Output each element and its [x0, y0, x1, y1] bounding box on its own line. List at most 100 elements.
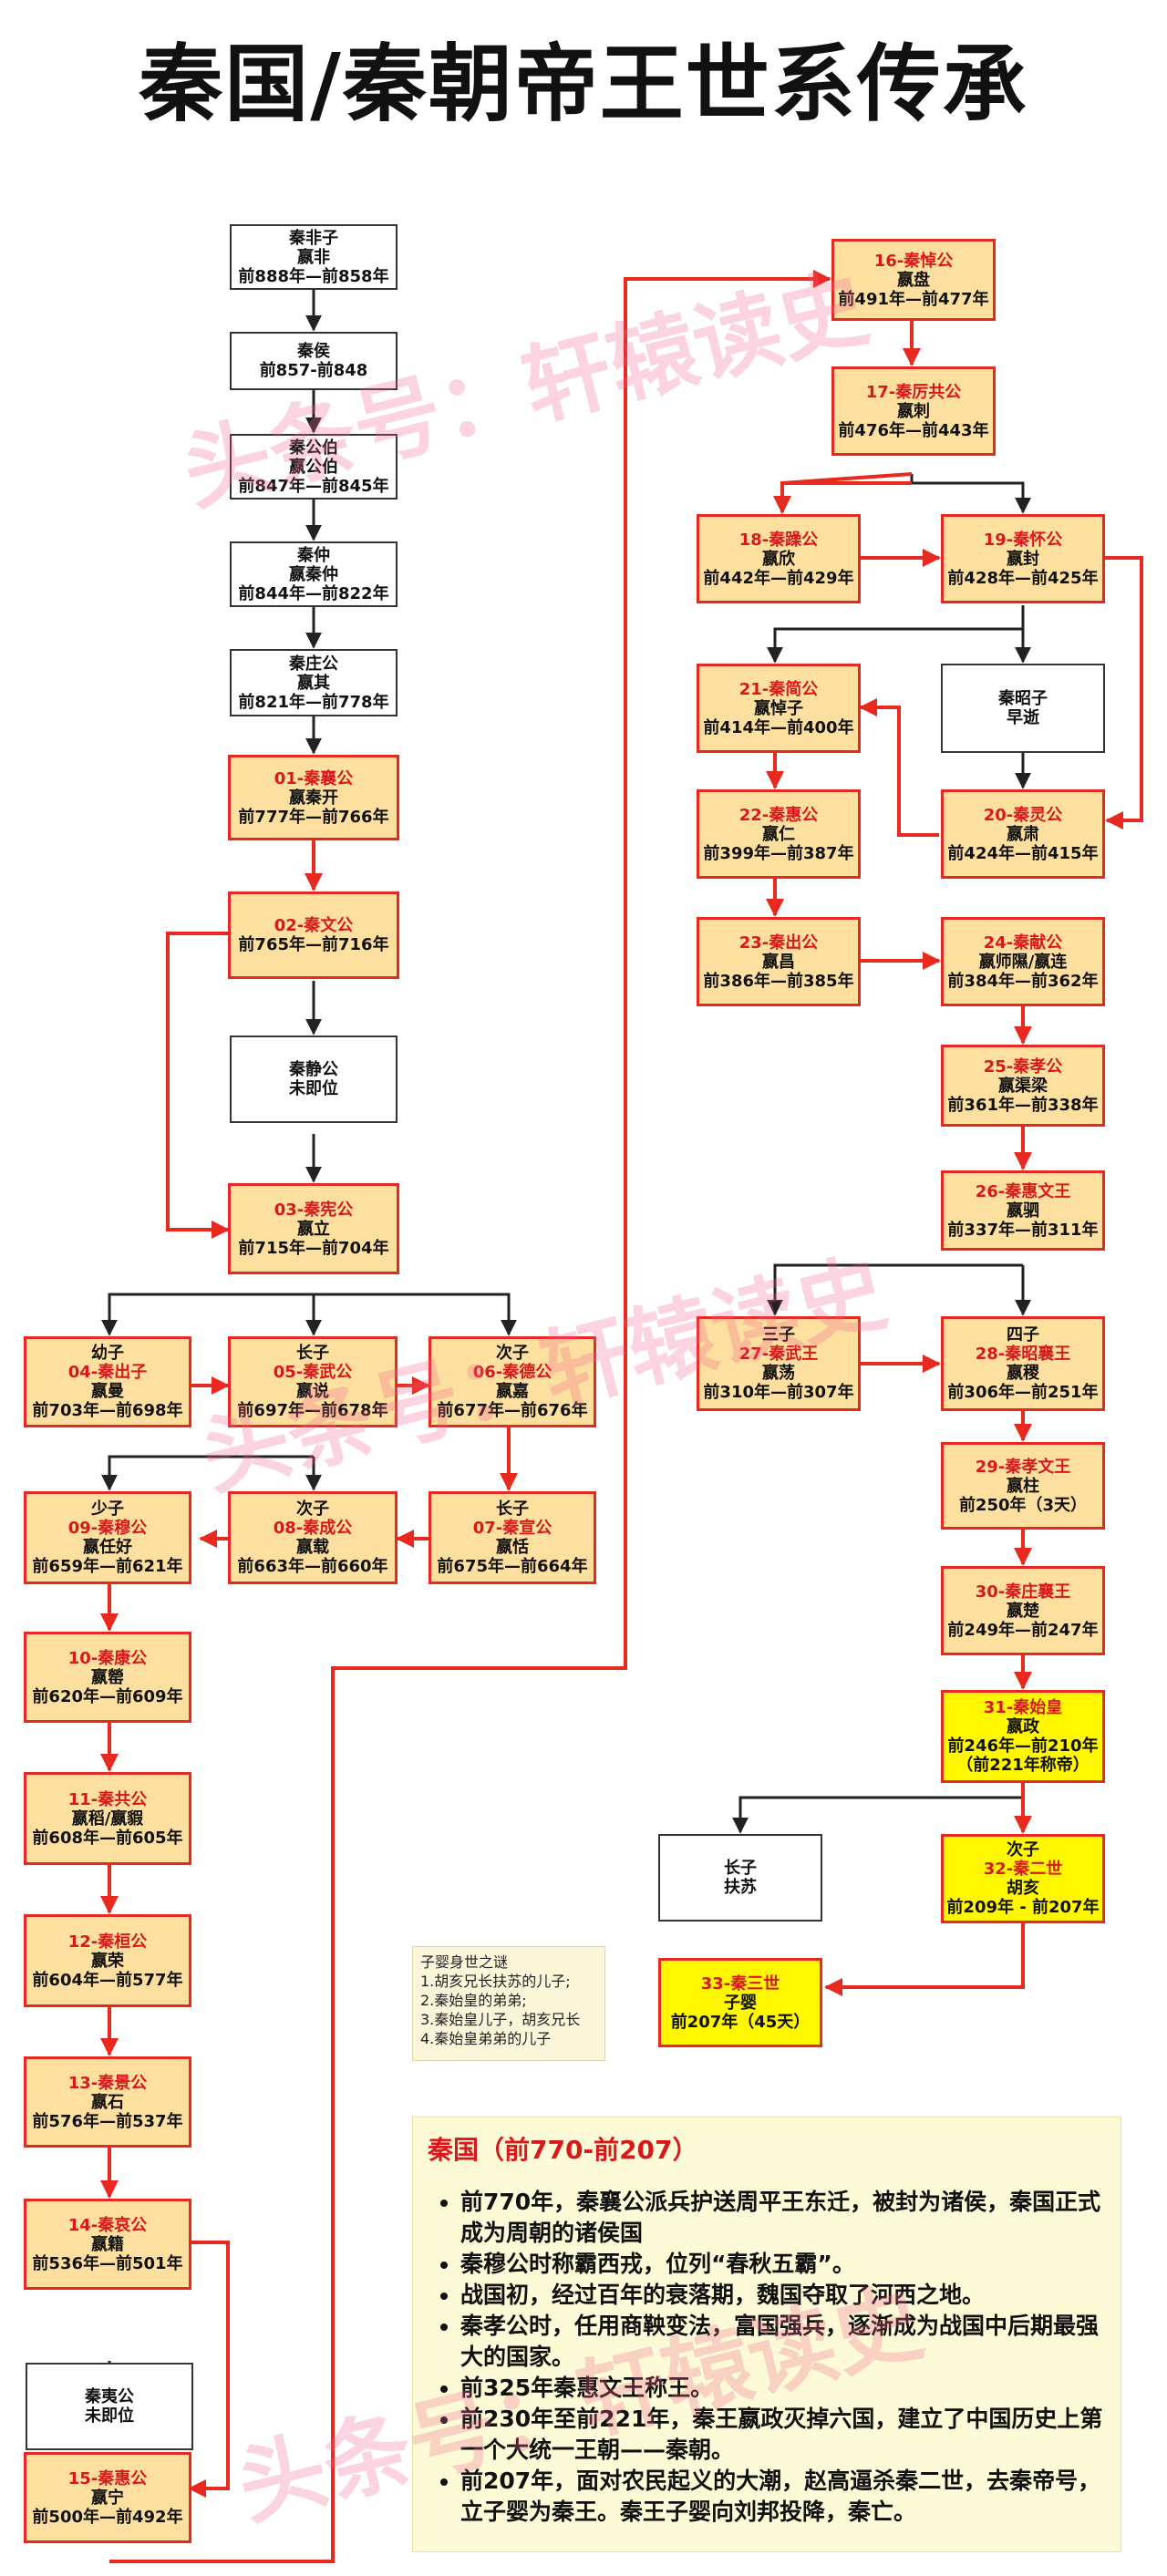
- node-tag: 四子: [1007, 1325, 1039, 1345]
- mystery-item: 3.秦始皇儿子，胡亥兄长: [420, 2011, 581, 2028]
- node-tag: 少子: [91, 1499, 124, 1519]
- node-tag: 次子: [496, 1344, 529, 1363]
- node-line: 前414年—前400年: [703, 717, 854, 737]
- node-line: 嬴载: [296, 1538, 329, 1557]
- node-name: 06-秦德公: [472, 1363, 553, 1382]
- node-line: 前847年—前845年: [238, 476, 389, 496]
- node-24-qin-xiangong: 24-秦献公嬴师隰/嬴连前384年—前362年: [941, 917, 1105, 1006]
- node-line: 嬴渠梁: [998, 1076, 1048, 1096]
- node-line: 前821年—前778年: [238, 692, 389, 712]
- node-line: 秦仲: [297, 545, 330, 565]
- node-line: 前424年—前415年: [947, 843, 1099, 863]
- node-line: 前765年—前716年: [238, 935, 389, 954]
- node-line: 嬴悼子: [754, 698, 803, 718]
- node-tag: 次子: [1007, 1840, 1039, 1860]
- node-name: 20-秦灵公: [983, 805, 1063, 825]
- node-line: 前250年（3天）: [958, 1495, 1088, 1515]
- node-line: 秦庄公: [289, 654, 338, 674]
- node-name: 28-秦昭襄王: [975, 1345, 1071, 1364]
- page-title: 秦国/秦朝帝王世系传承: [139, 36, 1028, 133]
- node-line: 嬴荣: [91, 1951, 124, 1971]
- node-line: 子婴: [724, 1993, 757, 2013]
- node-name: 15-秦惠公: [67, 2468, 148, 2488]
- node-line: 前703年—前698年: [32, 1401, 183, 1420]
- node-line: 嬴宁: [91, 2488, 124, 2508]
- node-line: 前663年—前660年: [237, 1557, 388, 1576]
- node-line: 前677年—前676年: [437, 1401, 588, 1420]
- node-tag: 幼子: [91, 1344, 124, 1363]
- node-line: 嬴肃: [1007, 824, 1039, 844]
- node-13-qin-jinggong: 13-秦景公嬴石前576年—前537年: [24, 2056, 191, 2148]
- node-line: 前888年—前858年: [238, 266, 389, 286]
- node-name: 13-秦景公: [67, 2073, 148, 2093]
- node-line: 前306年—前251年: [947, 1383, 1099, 1402]
- red-arrows: [100, 270, 1143, 2563]
- node-line: 前675年—前664年: [437, 1557, 588, 1576]
- node-name: 01-秦襄公: [274, 768, 354, 788]
- node-14-qin-aigong: 14-秦哀公嬴籍前536年—前501年: [24, 2199, 191, 2290]
- node-line: 嬴楚: [1007, 1601, 1039, 1621]
- node-line: 前604年—前577年: [32, 1970, 183, 1990]
- node-line: 嬴欣: [762, 549, 795, 569]
- node-line: 前844年—前822年: [238, 583, 389, 603]
- node-name: 07-秦宣公: [472, 1519, 553, 1538]
- node-line: 长子: [724, 1859, 757, 1878]
- node-qin-hou: 秦侯前857-前848: [230, 332, 398, 390]
- node-name: 17-秦厉共公: [865, 382, 962, 402]
- node-qin-zhaozi: 秦昭子早逝: [941, 664, 1105, 753]
- node-qin-gongbo: 秦公伯嬴公伯前847年—前845年: [230, 434, 398, 500]
- node-tag: 长子: [296, 1344, 329, 1363]
- node-line: 前715年—前704年: [238, 1238, 389, 1258]
- node-name: 21-秦简公: [738, 679, 819, 699]
- node-line: 前384年—前362年: [947, 971, 1099, 991]
- node-line: 嬴任好: [83, 1538, 132, 1557]
- node-21-qin-jiangong: 21-秦简公嬴悼子前414年—前400年: [697, 664, 861, 753]
- node-33-qin-sanshi: 33-秦三世子婴前207年（45天）: [658, 1958, 822, 2047]
- node-line: 扶苏: [724, 1878, 757, 1897]
- node-line: 前337年—前311年: [947, 1220, 1099, 1240]
- node-line: 嬴稻/嬴貑: [71, 1808, 144, 1829]
- node-line: （前221年称帝）: [956, 1756, 1090, 1775]
- node-line: 未即位: [85, 2406, 134, 2426]
- node-name: 02-秦文公: [274, 916, 354, 935]
- node-line: 前500年—前492年: [32, 2507, 183, 2527]
- mystery-item: 1.胡亥兄长扶苏的儿子;: [420, 1973, 571, 1990]
- node-17-qin-ligonggong: 17-秦厉共公嬴刺前476年—前443年: [831, 366, 996, 456]
- node-line: 嬴说: [296, 1382, 329, 1401]
- summary-panel: 秦国（前770-前207） 前770年，秦襄公派兵护送周平王东迁，被封为诸侯，秦…: [412, 2117, 1121, 2552]
- summary-point: 前230年至前221年，秦王嬴政灭掉六国，建立了中国历史上第一个大统一王朝——秦…: [460, 2404, 1106, 2466]
- node-line: 前576年—前537年: [32, 2111, 183, 2131]
- node-name: 26-秦惠文王: [975, 1181, 1071, 1201]
- node-30-qin-zhuangxiangwang: 30-秦庄襄王嬴楚前249年—前247年: [941, 1566, 1105, 1655]
- mystery-item: 4.秦始皇弟弟的儿子: [420, 2030, 552, 2047]
- node-name: 19-秦怀公: [983, 530, 1063, 550]
- node-line: 前659年—前621年: [32, 1557, 183, 1576]
- node-name: 32-秦二世: [983, 1860, 1063, 1879]
- node-line: 前246年—前210年: [947, 1736, 1099, 1756]
- node-line: 胡亥: [1007, 1879, 1039, 1898]
- node-line: 前536年—前501年: [32, 2253, 183, 2273]
- node-line: 前209年 - 前207年: [946, 1898, 1100, 1917]
- node-line: 嬴刺: [897, 401, 930, 421]
- node-tag: 长子: [496, 1499, 529, 1519]
- node-name: 24-秦献公: [983, 933, 1063, 953]
- node-line: 嬴其: [297, 673, 330, 693]
- node-01-qin-xianggong: 01-秦襄公嬴秦开前777年—前766年: [228, 755, 399, 840]
- node-qin-feizi: 秦非子嬴非前888年—前858年: [230, 224, 398, 290]
- summary-point: 前207年，面对农民起义的大潮，赵高逼杀秦二世，去秦帝号，立子婴为秦王。秦王子婴…: [460, 2466, 1106, 2528]
- node-23-qin-chugong: 23-秦出公嬴昌前386年—前385年: [697, 917, 861, 1006]
- node-02-qin-wengong: 02-秦文公前765年—前716年: [228, 891, 399, 979]
- node-line: 嬴稷: [1007, 1364, 1039, 1383]
- node-line: 嬴昌: [762, 952, 795, 972]
- node-name: 04-秦出子: [67, 1363, 148, 1382]
- node-line: 嬴曼: [91, 1382, 124, 1401]
- node-line: 嬴封: [1007, 549, 1039, 569]
- node-line: 前361年—前338年: [947, 1095, 1099, 1115]
- node-line: 嬴秦开: [289, 788, 338, 808]
- node-line: 嬴荡: [762, 1364, 795, 1383]
